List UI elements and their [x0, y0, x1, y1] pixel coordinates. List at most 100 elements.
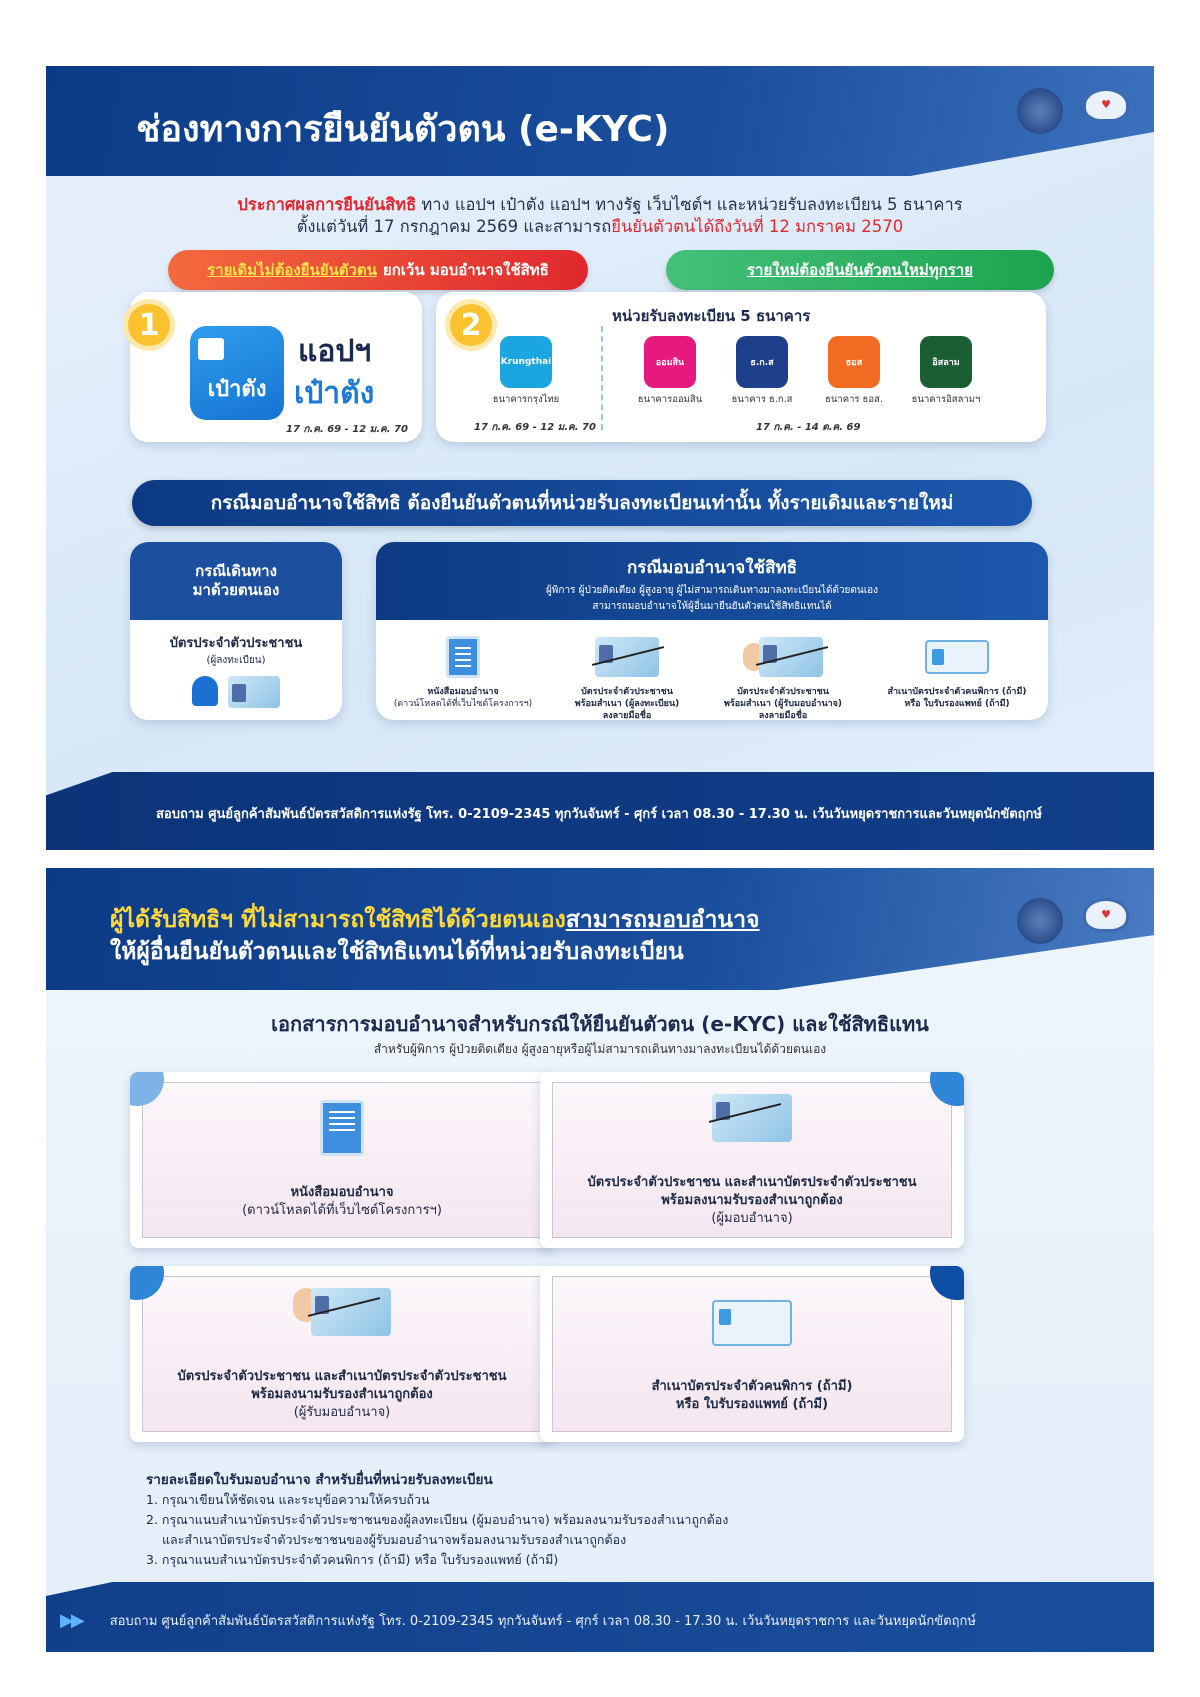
doc-card-disability: สำเนาบัตรประจำตัวคนพิการ (ถ้ามี) หรือ ใบ…	[540, 1266, 964, 1442]
item-line1: สำเนาบัตรประจำตัวคนพิการ (ถ้ามี)	[887, 687, 1027, 697]
krungthai-date: 17 ก.ค. 69 - 12 ม.ค. 70	[474, 422, 596, 433]
item-line1: หนังสือมอบอำนาจ	[427, 687, 499, 697]
contact-footer: ▶▶ สอบถาม ศูนย์ลูกค้าสัมพันธ์บัตรสวัสดิก…	[46, 1582, 1154, 1652]
gsb-logo-icon: ออมสิน	[644, 336, 696, 388]
details-title: รายละเอียดใบรับมอบอำนาจ สำหรับยื่นที่หน่…	[146, 1472, 493, 1488]
contact-footer: สอบถาม ศูนย์ลูกค้าสัมพันธ์บัตรสวัสดิการแ…	[46, 772, 1154, 850]
channel-number: 1	[128, 304, 170, 346]
proxy-case-header: กรณีมอบอำนาจใช้สิทธิ ผู้พิการ ผู้ป่วยติด…	[376, 542, 1048, 620]
doc-line2: พร้อมลงนามรับรองสำเนาถูกต้อง	[661, 1193, 843, 1208]
channel-1-card: 1 เป๋าตัง แอปฯ เป๋าตัง 17 ก.ค. 69 - 12 ม…	[128, 292, 422, 442]
details-item: 3. กรุณาแนบสำเนาบัตรประจำตัวคนพิการ (ถ้า…	[146, 1552, 559, 1567]
logo-group: ♥	[1012, 898, 1134, 968]
bank-name: ธนาคารอิสลามฯ	[911, 394, 981, 405]
islamic-bank-logo-icon: อิสลาม	[920, 336, 972, 388]
announce-red: ประกาศผลการยืนยันสิทธิ	[237, 195, 417, 214]
proxy-case-sub1: ผู้พิการ ผู้ป่วยติดเตียง ผู้สูงอายุ ผู้ไ…	[545, 585, 879, 596]
proxy-case-sub2: สามารถมอบอำนาจให้ผู้อื่นมายืนยันตัวตนใช้…	[592, 601, 832, 612]
bank-baac: ธ.ก.ส ธนาคาร ธ.ก.ส	[718, 336, 806, 407]
new-users-pill: รายใหม่ต้องยืนยันตัวตนใหม่ทุกราย	[666, 250, 1054, 290]
doc-line2: (ดาวน์โหลดได้ที่เว็บไซต์โครงการฯ)	[242, 1203, 442, 1218]
self-case-box: กรณีเดินทาง มาด้วยตนเอง บัตรประจำตัวประช…	[130, 542, 342, 720]
document-icon	[320, 1100, 364, 1156]
title-underline: สามารถมอบอำนาจ	[565, 907, 760, 933]
item-line2: (ดาวน์โหลดได้ที่เว็บไซต์โครงการฯ)	[393, 699, 533, 709]
doc-line1: บัตรประจำตัวประชาชน และสำเนาบัตรประจำตัว…	[177, 1369, 507, 1384]
self-doc: บัตรประจำตัวประชาชน	[169, 636, 303, 651]
poster-ekyc-channels: ช่องทางการยืนยันตัวตน (e-KYC) ♥ ประกาศผล…	[46, 66, 1154, 850]
item-line1: บัตรประจำตัวประชาชน	[737, 687, 829, 697]
announce-line2-red: ยืนยันตัวตนได้ถึงวันที่ 12 มกราคม 2570	[611, 217, 904, 236]
pill-red-highlight: รายเดิมไม่ต้องยืนยันตัวตน	[207, 261, 377, 279]
disability-card-icon	[925, 640, 989, 674]
documents-heading: เอกสารการมอบอำนาจสำหรับกรณีให้ยืนยันตัวต…	[271, 1012, 929, 1036]
app-name: เป๋าตัง	[294, 376, 375, 411]
doc-card-id-grantor: บัตรประจำตัวประชาชน และสำเนาบัตรประจำตัว…	[540, 1072, 964, 1248]
id-card-icon	[755, 637, 829, 677]
proxy-case-box: กรณีมอบอำนาจใช้สิทธิ ผู้พิการ ผู้ป่วยติด…	[376, 542, 1048, 720]
proxy-banner: กรณีมอบอำนาจใช้สิทธิ ต้องยืนยันตัวตนที่ห…	[132, 480, 1032, 526]
doc-card-id-proxy: บัตรประจำตัวประชาชน และสำเนาบัตรประจำตัว…	[130, 1266, 554, 1442]
self-doc-note: (ผู้ลงทะเบียน)	[206, 655, 266, 666]
announce-rest: ทาง แอปฯ เป๋าตัง แอปฯ ทางรัฐ เว็บไซต์ฯ แ…	[416, 195, 963, 214]
proxy-doc-disability: สำเนาบัตรประจำตัวคนพิการ (ถ้ามี) หรือ ใบ…	[874, 634, 1040, 710]
logo-group: ♥	[1012, 88, 1134, 158]
welfare-logo-icon: ♥	[1083, 88, 1129, 122]
announcement: ประกาศผลการยืนยันสิทธิ ทาง แอปฯ เป๋าตัง …	[46, 194, 1154, 238]
details-item-cont: และสำเนาบัตรประจำตัวประชาชนของผู้รับมอบอ…	[162, 1532, 627, 1547]
self-title-line1: กรณีเดินทาง	[195, 562, 277, 580]
details-item: 2. กรุณาแนบสำเนาบัตรประจำตัวประชาชนของผู…	[146, 1512, 729, 1527]
item-line2: พร้อมสำเนา (ผู้รับมอบอำนาจ)	[723, 699, 843, 709]
ministry-logo	[1012, 898, 1068, 968]
title-line2: ให้ผู้อื่นยืนยันตัวตนและใช้สิทธิแทนได้ที…	[110, 939, 684, 965]
paotang-app-icon: เป๋าตัง	[190, 326, 284, 420]
doc-card-authorization: หนังสือมอบอำนาจ (ดาวน์โหลดได้ที่เว็บไซต์…	[130, 1072, 554, 1248]
self-case-title: กรณีเดินทาง มาด้วยตนเอง	[130, 542, 342, 620]
channel-1-date: 17 ก.ค. 69 - 12 ม.ค. 70	[286, 424, 408, 435]
person-icon	[192, 676, 218, 706]
disability-card-icon	[712, 1300, 792, 1346]
id-card-icon	[307, 1288, 391, 1336]
title-yellow: ผู้ได้รับสิทธิฯ ที่ไม่สามารถใช้สิทธิได้ด…	[110, 907, 566, 933]
documents-subheading: สำหรับผู้พิการ ผู้ป่วยติดเตียง ผู้สูงอาย…	[373, 1042, 827, 1056]
details-item: 1. กรุณาเขียนให้ชัดเจน และระบุข้อความให้…	[146, 1492, 430, 1507]
id-card-icon	[708, 1094, 792, 1142]
divider	[601, 326, 603, 430]
item-line3: ลงลายมือชื่อ	[758, 711, 808, 720]
proxy-doc-authorization: หนังสือมอบอำนาจ (ดาวน์โหลดได้ที่เว็บไซต์…	[388, 634, 538, 710]
app-label: แอปฯ	[298, 334, 372, 369]
doc-line1: สำเนาบัตรประจำตัวคนพิการ (ถ้ามี)	[651, 1379, 853, 1394]
channel-2-card: 2 หน่วยรับลงทะเบียน 5 ธนาคาร Krungthai ธ…	[436, 292, 1046, 442]
double-arrow-icon: ▶▶	[60, 1609, 85, 1631]
footer-text: สอบถาม ศูนย์ลูกค้าสัมพันธ์บัตรสวัสดิการแ…	[109, 1613, 976, 1629]
bank-name: ธนาคาร ธอส.	[825, 394, 883, 405]
announce-line2: ตั้งแต่วันที่ 17 กรกฎาคม 2569 และสามารถ	[296, 217, 612, 236]
title-line1: ผู้ได้รับสิทธิฯ ที่ไม่สามารถใช้สิทธิได้ด…	[110, 902, 760, 938]
ministry-logo	[1012, 88, 1068, 158]
proxy-case-title: กรณีมอบอำนาจใช้สิทธิ	[626, 558, 798, 578]
header-band	[46, 66, 1154, 176]
bank-ghb: ธอส ธนาคาร ธอส.	[810, 336, 898, 407]
poster-proxy-documents: ผู้ได้รับสิทธิฯ ที่ไม่สามารถใช้สิทธิได้ด…	[46, 868, 1154, 1652]
document-icon	[446, 636, 480, 678]
project-logo: ♥	[1078, 898, 1134, 968]
baac-logo-icon: ธ.ก.ส	[736, 336, 788, 388]
banks-heading: หน่วยรับลงทะเบียน 5 ธนาคาร	[612, 307, 811, 325]
doc-line3: (ผู้รับมอบอำนาจ)	[293, 1405, 391, 1420]
self-illustration	[130, 676, 342, 708]
item-line2: พร้อมสำเนา (ผู้ลงทะเบียน)	[574, 699, 680, 709]
item-line1: บัตรประจำตัวประชาชน	[581, 687, 673, 697]
id-card-icon	[591, 637, 665, 677]
bank-name: ธนาคารกรุงไทย	[492, 394, 560, 405]
doc-line2: พร้อมลงนามรับรองสำเนาถูกต้อง	[251, 1387, 433, 1402]
bank-islamic: อิสลาม ธนาคารอิสลามฯ	[902, 336, 990, 407]
proxy-doc-id-proxy: บัตรประจำตัวประชาชน พร้อมสำเนา (ผู้รับมอ…	[708, 634, 858, 720]
garuda-seal-icon	[1017, 88, 1063, 134]
channel-number: 2	[450, 304, 492, 346]
krungthai-logo-icon: Krungthai	[500, 336, 552, 388]
bank-krungthai: Krungthai ธนาคารกรุงไทย	[482, 336, 570, 407]
ghb-logo-icon: ธอส	[828, 336, 880, 388]
qr-icon	[198, 338, 224, 360]
authorization-details: รายละเอียดใบรับมอบอำนาจ สำหรับยื่นที่หน่…	[146, 1470, 1046, 1570]
item-line3: ลงลายมือชื่อ	[602, 711, 652, 720]
